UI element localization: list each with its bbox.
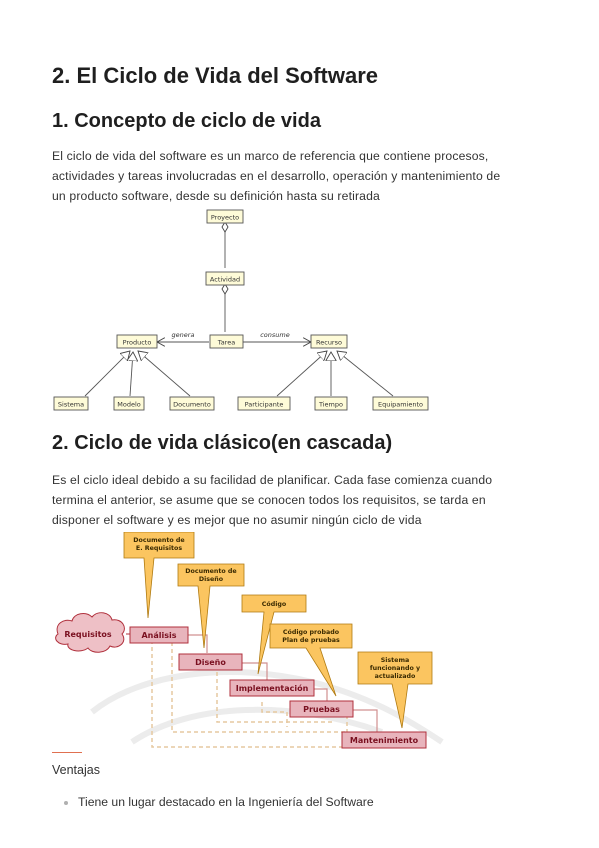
section-2-heading: 2. Ciclo de vida clásico(en cascada) <box>52 432 393 454</box>
node-documento: Documento <box>173 401 211 409</box>
requisitos-cloud: Requisitos <box>55 612 125 653</box>
node-sistema: Sistema <box>58 401 84 409</box>
callout-2-line-2: Diseño <box>199 576 224 583</box>
section-1-heading: 1. Concepto de ciclo de vida <box>52 110 321 132</box>
section-1-line-3: un producto software, desde su definició… <box>52 189 380 203</box>
list-item: Tiene un lugar destacado en la Ingenierí… <box>52 795 374 809</box>
callout-1-line-2: E. Requisitos <box>136 545 182 552</box>
node-tarea: Tarea <box>217 339 235 347</box>
phase-pruebas: Pruebas <box>303 705 340 714</box>
node-recurso: Recurso <box>316 339 342 347</box>
node-proyecto: Proyecto <box>211 214 239 222</box>
callout-5-line-3: actualizado <box>375 673 416 680</box>
ventajas-item-1: Tiene un lugar destacado en la Ingenierí… <box>78 795 374 809</box>
node-producto: Producto <box>123 339 152 347</box>
callout-4-line-2: Plan de pruebas <box>282 637 340 644</box>
requisitos-label: Requisitos <box>64 630 112 639</box>
section-2-line-2: termina el anterior, se asume que se con… <box>52 493 486 507</box>
callout-3-line-1: Código <box>262 600 287 608</box>
ventajas-divider <box>52 752 82 753</box>
ventajas-list: Tiene un lugar destacado en la Ingenierí… <box>52 795 374 809</box>
section-1-line-1: El ciclo de vida del software es un marc… <box>52 149 489 163</box>
waterfall-diagram: Requisitos Análisis Diseño Implementació… <box>55 532 444 749</box>
callout-1-line-1: Documento de <box>133 537 184 544</box>
node-tiempo: Tiempo <box>318 401 343 409</box>
section-2-paragraph: Es el ciclo ideal debido a su facilidad … <box>52 470 548 530</box>
bullet-icon <box>64 801 68 805</box>
phase-analisis: Análisis <box>141 631 176 640</box>
section-1-paragraph: El ciclo de vida del software es un marc… <box>52 146 548 206</box>
page-title: 2. El Ciclo de Vida del Software <box>52 63 379 88</box>
phase-implementacion: Implementación <box>236 683 309 693</box>
phase-diseno: Diseño <box>195 658 226 667</box>
callout-5-line-1: Sistema <box>381 657 410 664</box>
section-2-line-1: Es el ciclo ideal debido a su facilidad … <box>52 473 493 487</box>
edge-label-genera: genera <box>172 331 195 339</box>
phase-mantenimiento: Mantenimiento <box>350 736 419 745</box>
callout-4-line-1: Código probado <box>283 628 340 636</box>
lifecycle-concept-diagram: Proyecto Actividad Producto Tarea Recurs… <box>53 209 429 411</box>
section-1-line-2: actividades y tareas involucradas en el … <box>52 169 501 183</box>
callout-2-line-1: Documento de <box>185 568 236 575</box>
node-equipamiento: Equipamiento <box>378 401 423 409</box>
node-modelo: Modelo <box>117 401 141 409</box>
node-participante: Participante <box>245 401 284 409</box>
callout-5-line-2: funcionando y <box>370 665 420 672</box>
section-2-line-3: disponer el software y es mejor que no a… <box>52 513 422 527</box>
edge-label-consume: consume <box>260 331 290 339</box>
node-actividad: Actividad <box>210 276 240 284</box>
ventajas-label: Ventajas <box>52 763 100 777</box>
